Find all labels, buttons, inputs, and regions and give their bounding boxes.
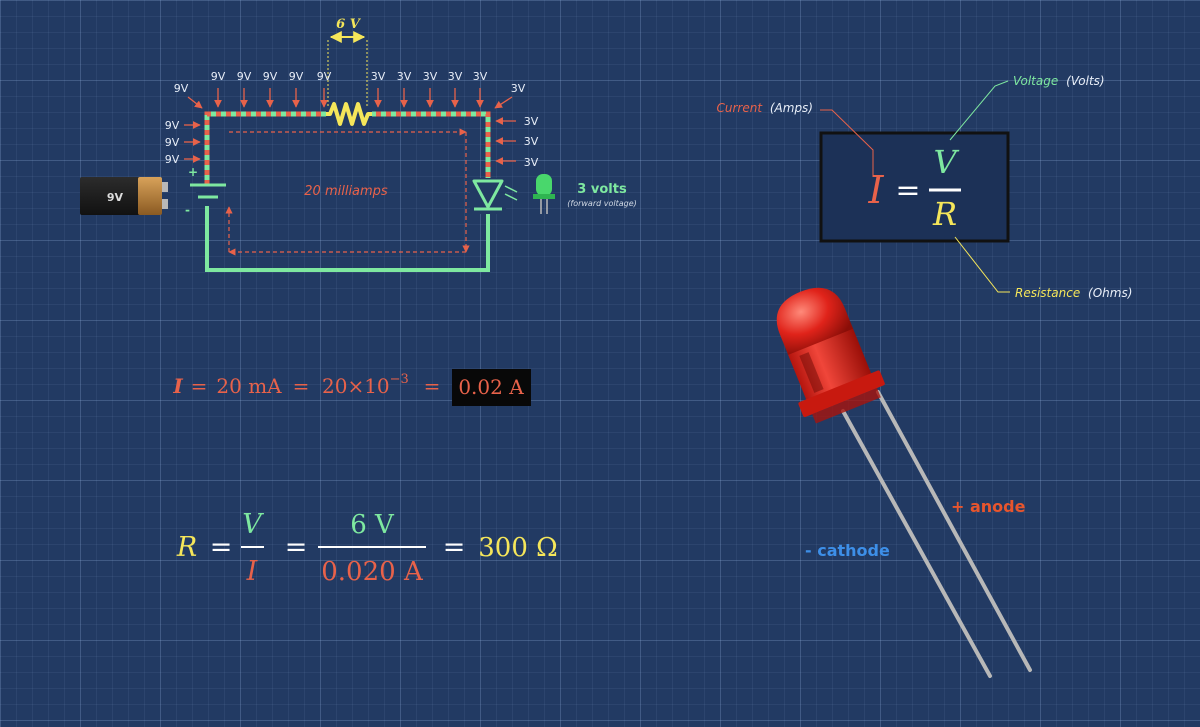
voltage-callout-unit: (Volts) [1066, 74, 1105, 88]
formula-R: R [932, 195, 957, 233]
side-voltage-label: 9V [165, 136, 180, 149]
current-symbol: I [172, 374, 183, 398]
fraction-numerator-voltage: 6 V [350, 510, 395, 540]
voltage-probe-labels: 9V 9V 9V 9V 9V 9V 3V 3V 3V 3V 3V 3V 9V 9… [165, 70, 539, 169]
current-result: 0.02 A [458, 375, 524, 399]
scientific-base: 20×10 [322, 374, 390, 398]
current-callout-label: Current [716, 101, 763, 115]
probe-arrow [187, 96, 203, 109]
led-symbol [470, 178, 518, 214]
side-voltage-label: 9V [165, 119, 180, 132]
formula-equals: = [895, 173, 920, 208]
battery-minus: - [185, 203, 190, 217]
circuit: 6 V + - 9V [80, 17, 637, 272]
anode-leg [876, 390, 1032, 672]
equals-sign: = [191, 374, 208, 398]
svg-text:20×10−3: 20×10−3 [322, 372, 409, 398]
equals-sign: = [293, 374, 310, 398]
top-voltage-label: 9V [237, 70, 252, 83]
resistance-result: 300 Ω [478, 533, 557, 563]
ground-wire [205, 206, 490, 272]
formula-I: I [867, 168, 884, 212]
top-voltage-label: 3V [511, 82, 526, 95]
resistance-callout-unit: (Ohms) [1088, 286, 1132, 300]
side-voltage-label: 9V [165, 153, 180, 166]
current-callout-unit: (Amps) [770, 101, 813, 115]
svg-text:Resistance (Ohms): Resistance (Ohms) [1015, 286, 1132, 300]
current-result-box [452, 369, 531, 406]
top-voltage-label: 9V [289, 70, 304, 83]
fraction-denominator-I: I [246, 556, 259, 587]
resistance-symbol: R [176, 532, 197, 563]
top-voltage-label: 9V [211, 70, 226, 83]
top-voltage-label: 3V [423, 70, 438, 83]
top-voltage-label: 3V [448, 70, 463, 83]
led-forward-voltage-note: (forward voltage) [567, 199, 637, 208]
resistor-voltage-drop: 6 V [336, 17, 362, 32]
equals-sign: = [443, 532, 466, 563]
side-voltage-label: 3V [524, 115, 539, 128]
equals-sign: = [424, 374, 441, 398]
battery-label: 9V [107, 191, 124, 204]
side-voltage-label: 3V [524, 156, 539, 169]
green-led-image [533, 174, 555, 214]
svg-text:Current (Amps): Current (Amps) [716, 101, 813, 115]
fraction-denominator-current: 0.020 A [321, 557, 424, 587]
equals-sign: = [285, 532, 308, 563]
fraction-numerator-V: V [242, 509, 264, 540]
voltage-probe-arrows [184, 88, 516, 165]
top-voltage-label: 9V [263, 70, 278, 83]
top-voltage-label: 3V [473, 70, 488, 83]
equals-sign: = [210, 532, 233, 563]
top-voltage-label: 9V [317, 70, 332, 83]
top-voltage-label: 9V [174, 82, 189, 95]
resistance-equation: R = V I = 6 V 0.020 A = 300 Ω [176, 509, 558, 587]
battery-plus: + [188, 165, 198, 179]
voltage-drop-marker: 6 V [327, 17, 368, 108]
resistor-symbol [326, 102, 372, 126]
top-voltage-label: 3V [371, 70, 386, 83]
9v-battery: 9V [80, 177, 168, 215]
svg-text:Voltage (Volts): Voltage (Volts) [1013, 74, 1105, 88]
cathode-leg [841, 409, 992, 678]
voltage-wire [204, 111, 491, 185]
resistance-callout-label: Resistance [1015, 286, 1080, 300]
cathode-label: - cathode [805, 541, 890, 560]
top-voltage-label: 3V [397, 70, 412, 83]
voltage-callout-label: Voltage [1013, 74, 1058, 88]
battery-symbol: + - [185, 165, 226, 217]
ohms-law-box [819, 131, 1010, 243]
current-milliamps: 20 mA [216, 374, 282, 398]
formula-V: V [933, 143, 959, 181]
ohms-law-panel: I = V R Current (Amps) Voltage (Volts) R… [716, 74, 1132, 300]
current-label: 20 milliamps [304, 184, 388, 199]
anode-label: + anode [951, 497, 1026, 516]
probe-arrow [494, 96, 513, 109]
current-equation: I = 20 mA = 20×10−3 = 0.02 A [172, 369, 531, 406]
current-flow-arrows [225, 128, 470, 256]
scientific-exponent: −3 [390, 372, 409, 387]
red-led-image [776, 287, 1032, 678]
side-voltage-label: 3V [524, 135, 539, 148]
led-forward-voltage: 3 volts [577, 182, 627, 197]
